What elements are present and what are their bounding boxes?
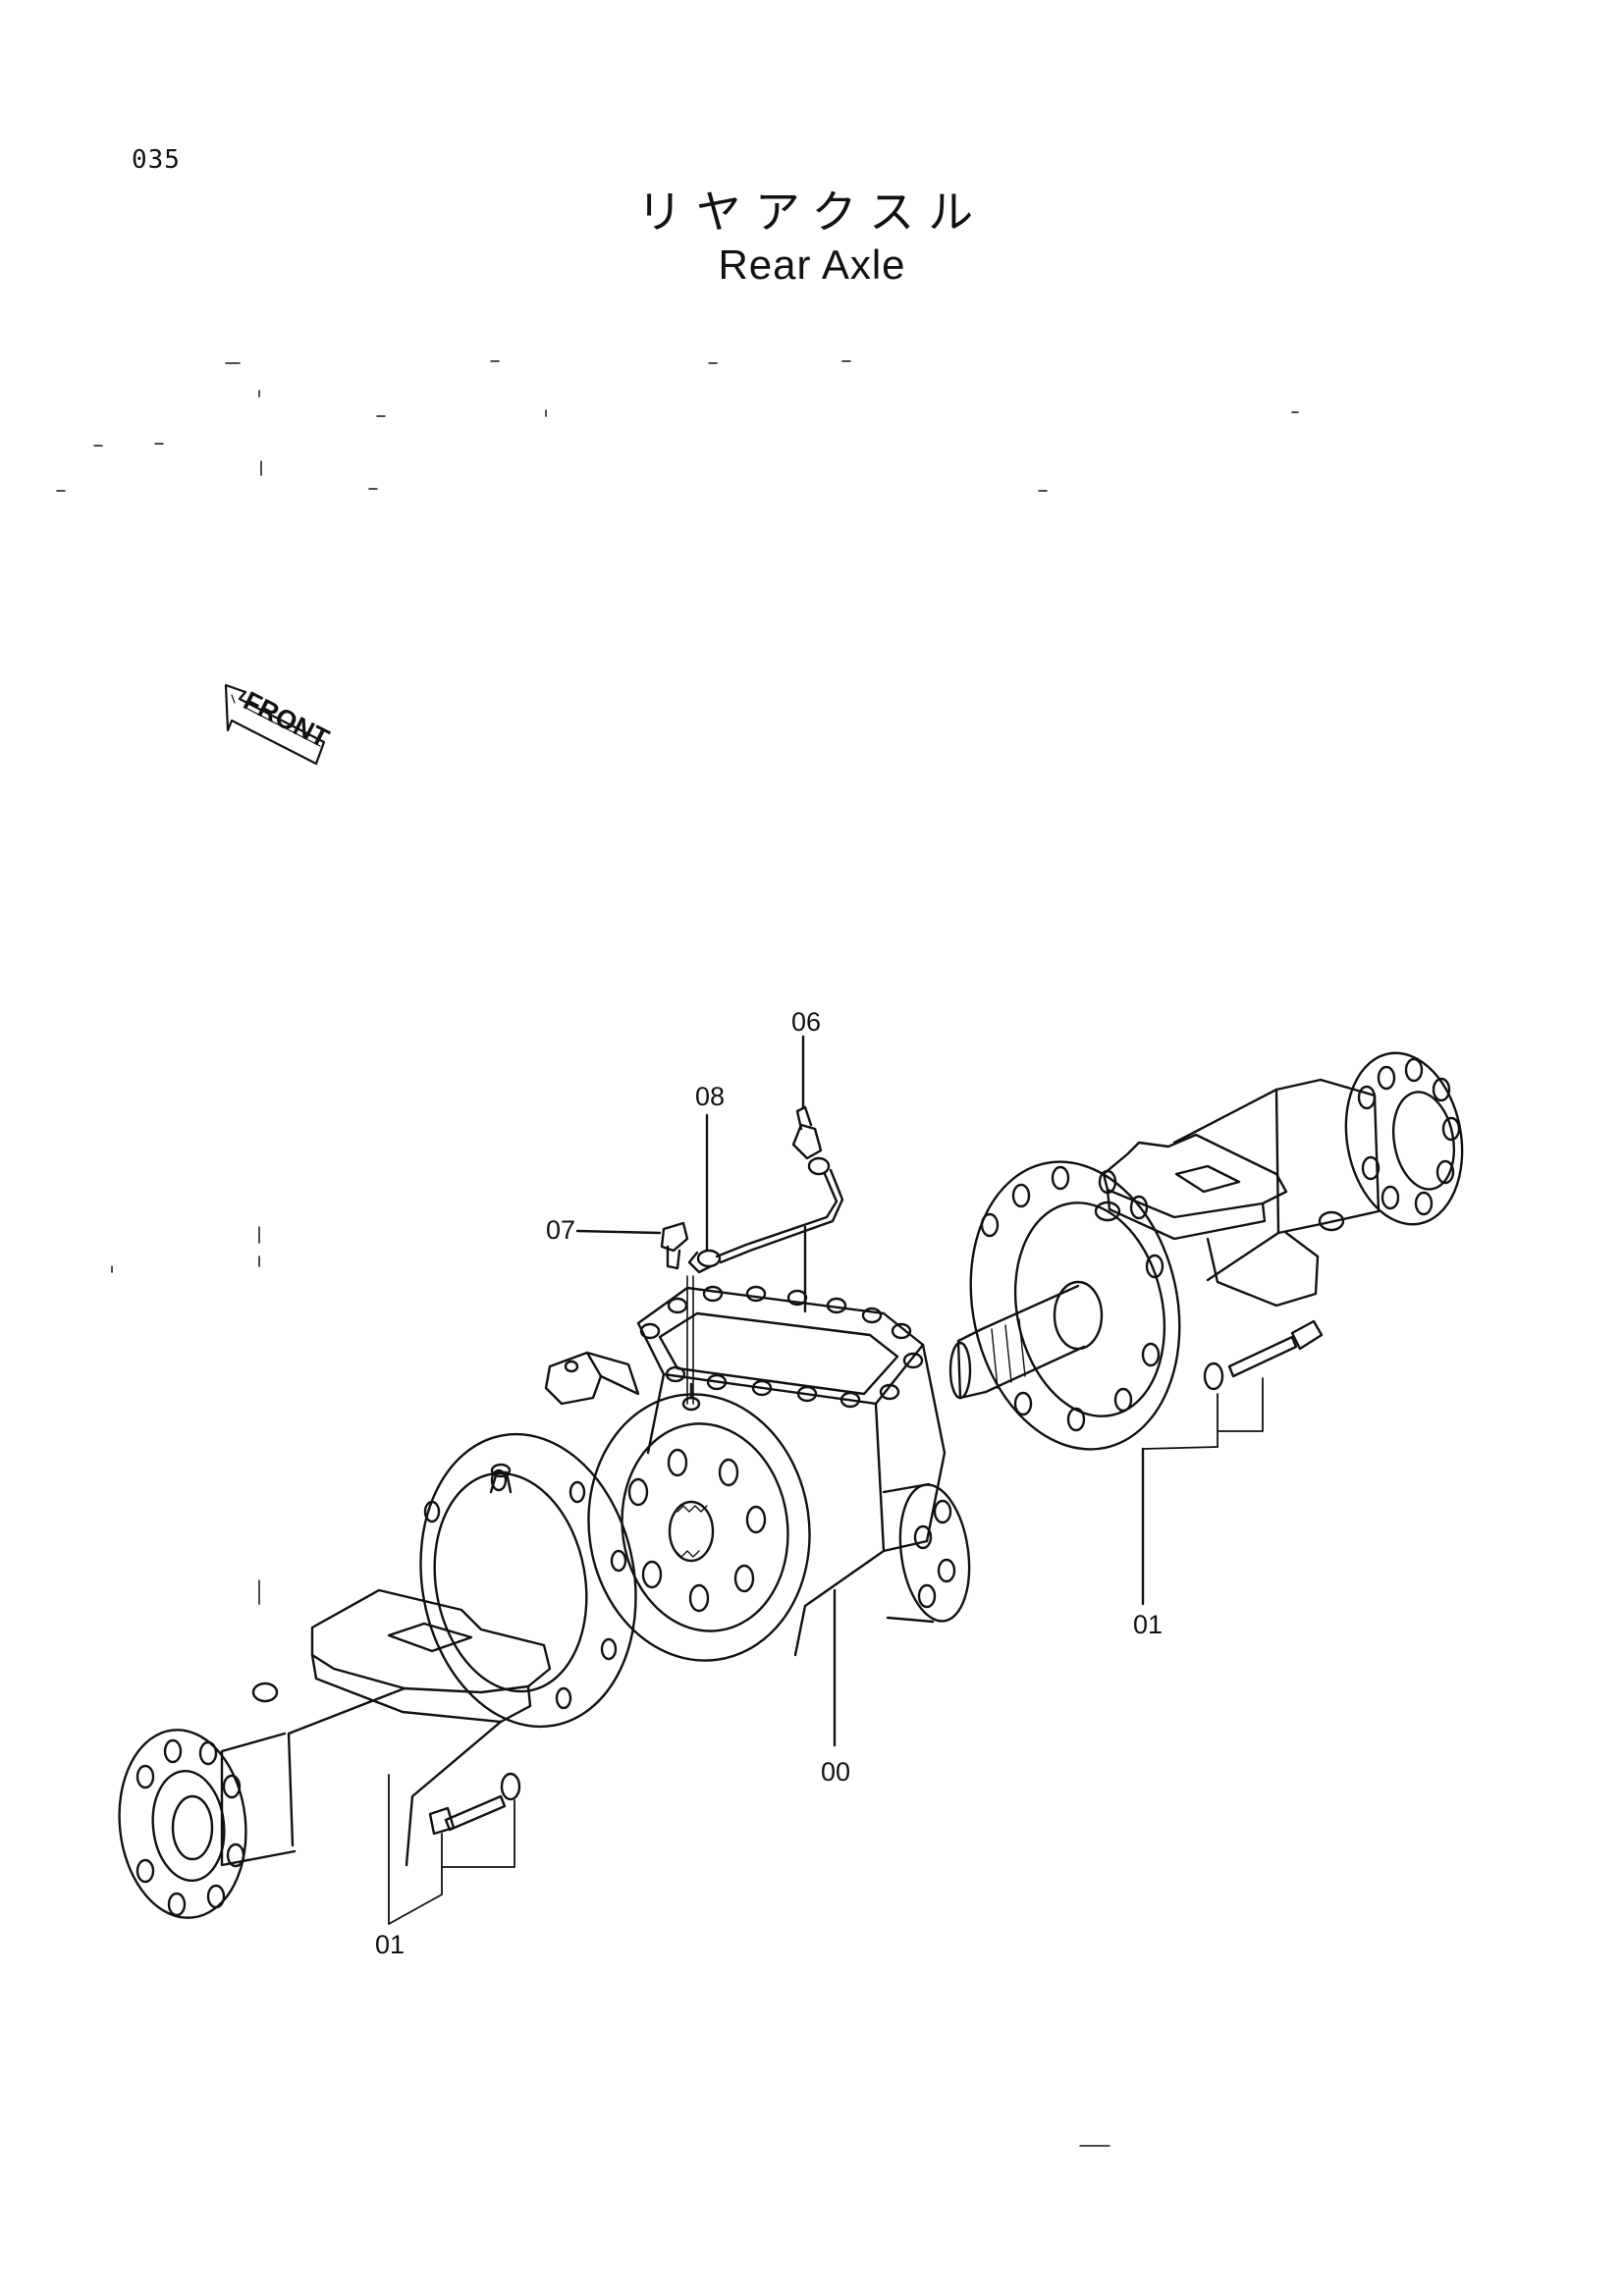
- page-number: 035: [132, 145, 181, 175]
- title-japanese: リヤアクスル: [636, 186, 988, 239]
- front-label: FRONT: [239, 686, 334, 754]
- left-axle-housing: [118, 1432, 637, 1925]
- callout-01-left: 01: [375, 1930, 405, 1959]
- front-arrow-icon: FRONT: [224, 683, 334, 766]
- right-axle-housing: [948, 1051, 1464, 1606]
- callout-01-right: 01: [1133, 1610, 1163, 1639]
- callout-08: 08: [695, 1082, 725, 1111]
- callout-06: 06: [791, 1007, 821, 1037]
- callout-07: 07: [546, 1215, 575, 1245]
- breather-hose-assembly: [575, 1035, 844, 1405]
- differential-carrier: [544, 1285, 971, 1747]
- callout-00: 00: [821, 1757, 850, 1787]
- scan-marks: [56, 360, 1299, 1605]
- title-english: Rear Axle: [718, 241, 906, 288]
